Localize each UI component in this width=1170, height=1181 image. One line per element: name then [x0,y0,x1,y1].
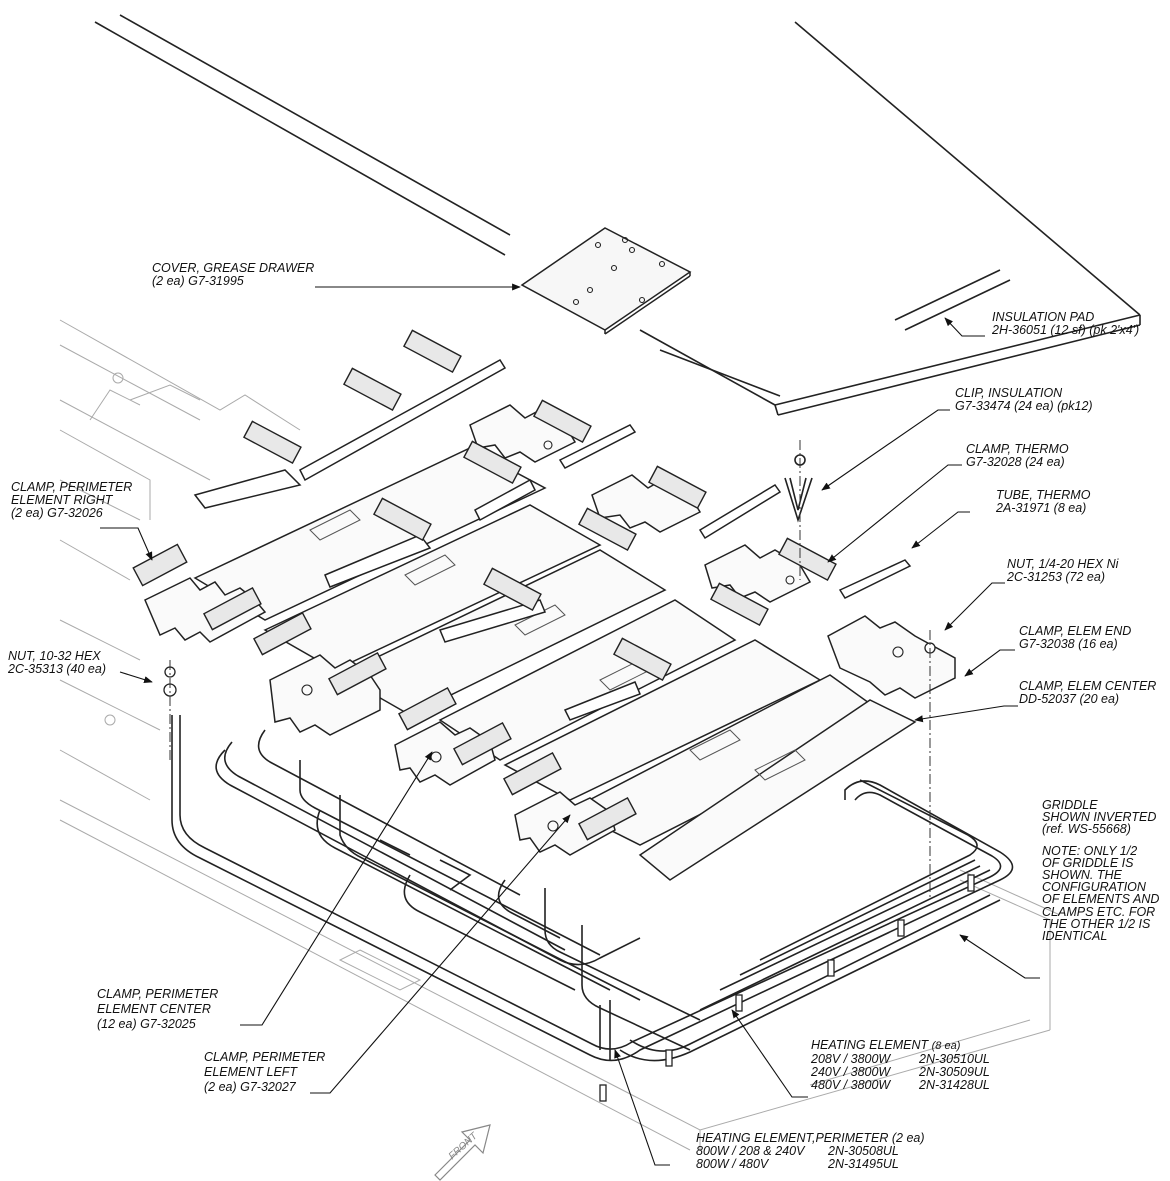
part-number: 2N-31428UL [919,1078,990,1092]
grease-drawer-cover-drawing [520,227,692,335]
insulation-clip-drawing [784,454,813,523]
label-line: CLAMP, PERIMETER [204,1050,326,1064]
griddle-background-outline [59,319,1061,1151]
part-number: 2N-30508UL [828,1144,899,1158]
label-line: (2 ea) G7-32026 [11,506,103,520]
heating-element-perimeter-row: 800W / 480V 2N-31495UL [696,1158,925,1171]
label-line: NUT, 1/4-20 HEX Ni [1007,557,1119,571]
label-line: THE OTHER 1/2 IS [1042,916,1151,931]
label-line: G7-32028 (24 ea) [966,455,1065,469]
label-line: CLAMP, PERIMETER [97,987,219,1001]
heating-element-row: 240V / 3800W 2N-30509UL [811,1066,990,1079]
label-clamp-perimeter-center: CLAMP, PERIMETER ELEMENT CENTER (12 ea) … [97,987,218,1032]
label-line: OF GRIDDLE IS [1042,855,1134,870]
label-heating-element: HEATING ELEMENT (8 ea) 208V / 3800W 2N-30… [811,1039,990,1092]
label-line: ELEMENT LEFT [204,1065,298,1079]
heating-element-perimeter-row: 800W / 208 & 240V 2N-30508UL [696,1145,925,1158]
label-clamp-perimeter-left: CLAMP, PERIMETER ELEMENT LEFT (2 ea) G7-… [204,1050,325,1095]
label-clamp-elem-center: CLAMP, ELEM CENTER DD-52037 (20 ea) [1019,680,1156,706]
label-line: CLAMP, ELEM END [1019,624,1132,638]
rating: 480V / 3800W [811,1078,891,1092]
heating-element-title: HEATING ELEMENT [811,1038,929,1052]
leader-lines [100,283,1040,1166]
label-line: CLAMP, PERIMETER [11,480,133,494]
label-line: TUBE, THERMO [996,488,1091,502]
label-line: (ref. WS-55668) [1042,822,1131,837]
heating-element-perimeter-title: HEATING ELEMENT,PERIMETER (2 ea) [696,1131,925,1145]
part-number: 2N-30509UL [919,1065,990,1079]
label-line: HEATING ELEMENT (8 ea) [811,1039,990,1053]
label-line: COVER, GREASE DRAWER [152,261,315,275]
label-line: CONFIGURATION [1042,880,1146,895]
label-clip-insulation: CLIP, INSULATION G7-33474 (24 ea) (pk12) [955,387,1093,413]
front-arrow [434,1124,491,1181]
label-line: GRIDDLE [1042,798,1098,812]
label-line: CLAMP, ELEM CENTER [1019,679,1157,693]
insulation-pad-drawing [94,14,1141,416]
rating: 800W / 480V [696,1157,769,1171]
rating: 240V / 3800W [811,1065,891,1079]
label-line: (12 ea) G7-32025 [97,1017,196,1031]
label-griddle-note: GRIDDLE SHOWN INVERTED (ref. WS-55668) N… [1042,798,1160,944]
label-insulation-pad: INSULATION PAD 2H-36051 (12 sf) (pk 2'x4… [992,311,1139,337]
rating: 800W / 208 & 240V [696,1144,805,1158]
label-clamp-elem-end: CLAMP, ELEM END G7-32038 (16 ea) [1019,625,1131,651]
heating-element-qty: (8 ea) [931,1040,961,1052]
label-line: SHOWN INVERTED [1042,810,1157,825]
label-line: ELEMENT CENTER [97,1002,211,1016]
part-number: 2N-31495UL [828,1157,899,1171]
heating-elements-drawing [171,715,1014,1062]
label-clamp-perimeter-right: CLAMP, PERIMETER ELEMENT RIGHT (2 ea) G7… [11,481,132,520]
thermo-clamps-drawing [132,329,837,841]
label-line: DD-52037 (20 ea) [1019,692,1120,706]
label-nut-quarter-20: NUT, 1/4-20 HEX Ni 2C-31253 (72 ea) [1007,558,1118,584]
label-line: ELEMENT RIGHT [11,493,113,507]
label-clamp-thermo: CLAMP, THERMO G7-32028 (24 ea) [966,443,1069,469]
label-line: 2A-31971 (8 ea) [996,501,1087,515]
label-line: 2C-31253 (72 ea) [1007,570,1105,584]
label-line: (2 ea) G7-31995 [152,274,244,288]
label-line: INSULATION PAD [992,310,1095,324]
alignment-centerlines [169,440,931,900]
label-line: CLAMPS ETC. FOR [1042,904,1156,919]
thermo-tubes-drawing [193,359,912,721]
label-line: 2H-36051 (12 sf) (pk 2'x4') [992,323,1140,337]
label-line: CLAMP, THERMO [966,442,1069,456]
label-cover-grease-drawer: COVER, GREASE DRAWER (2 ea) G7-31995 [152,262,314,288]
label-line: G7-33474 (24 ea) (pk12) [955,399,1093,413]
label-line: SHOWN. THE [1042,868,1122,883]
label-line: 2C-35313 (40 ea) [8,662,106,676]
label-line: CLIP, INSULATION [955,386,1063,400]
heating-element-row: 480V / 3800W 2N-31428UL [811,1079,990,1092]
label-line: NOTE: ONLY 1/2 [1042,843,1138,858]
label-heating-element-perimeter: HEATING ELEMENT,PERIMETER (2 ea) 800W / … [696,1132,925,1171]
label-tube-thermo: TUBE, THERMO 2A-31971 (8 ea) [996,489,1090,515]
label-line: IDENTICAL [1042,929,1108,944]
element-end-clamps-drawing [144,404,956,856]
label-line: OF ELEMENTS AND [1042,892,1160,907]
heating-element-row: 208V / 3800W 2N-30510UL [811,1053,990,1066]
label-line: G7-32038 (16 ea) [1019,637,1118,651]
label-line: NUT, 10-32 HEX [8,649,101,663]
part-number: 2N-30510UL [919,1052,990,1066]
label-nut-10-32: NUT, 10-32 HEX 2C-35313 (40 ea) [8,650,106,676]
label-line: (2 ea) G7-32027 [204,1080,296,1094]
rating: 208V / 3800W [811,1052,891,1066]
